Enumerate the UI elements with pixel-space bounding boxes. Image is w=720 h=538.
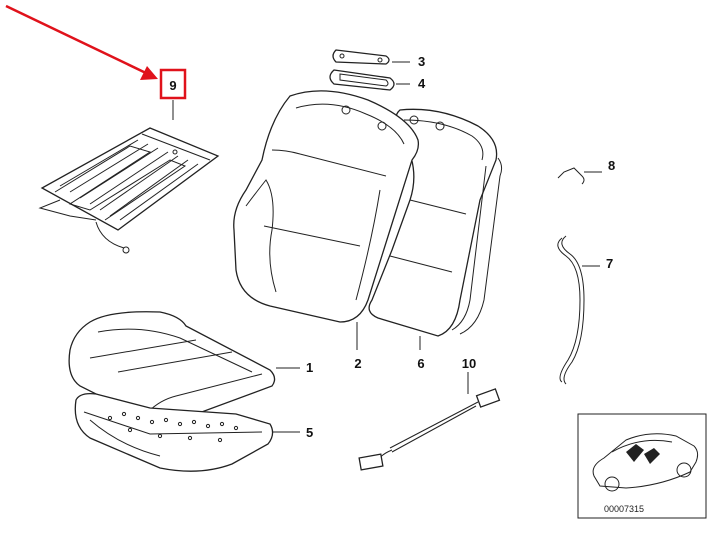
callout-7[interactable]: 7	[606, 256, 613, 271]
highlight-box	[159, 68, 187, 100]
callout-10[interactable]: 10	[462, 356, 476, 371]
part-3-pad[interactable]	[332, 49, 390, 65]
part-6-backrest-frame[interactable]	[368, 108, 503, 337]
callout-4[interactable]: 4	[418, 76, 426, 91]
part-10-wiring-harness[interactable]	[358, 388, 501, 471]
callout-5[interactable]: 5	[306, 425, 313, 440]
highlight-arrow	[5, 4, 158, 80]
part-8-hook[interactable]	[557, 167, 585, 185]
callout-8[interactable]: 8	[608, 158, 615, 173]
vehicle-location-inset: 00007315	[577, 413, 707, 519]
part-5-seat-pan[interactable]	[74, 392, 274, 472]
callout-1[interactable]: 1	[306, 360, 313, 375]
callout-2[interactable]: 2	[354, 356, 361, 371]
reference-number: 00007315	[604, 504, 644, 514]
callout-3[interactable]: 3	[418, 54, 425, 69]
part-4-pad[interactable]	[329, 69, 395, 91]
part-2-backrest-cushion[interactable]	[233, 90, 420, 323]
callout-9[interactable]: 9	[169, 78, 176, 93]
part-7-wire-spring[interactable]	[557, 235, 585, 385]
part-9-heating-mat[interactable]	[38, 127, 220, 254]
part-1-seat-cushion[interactable]	[68, 311, 276, 422]
callout-6[interactable]: 6	[417, 356, 424, 371]
